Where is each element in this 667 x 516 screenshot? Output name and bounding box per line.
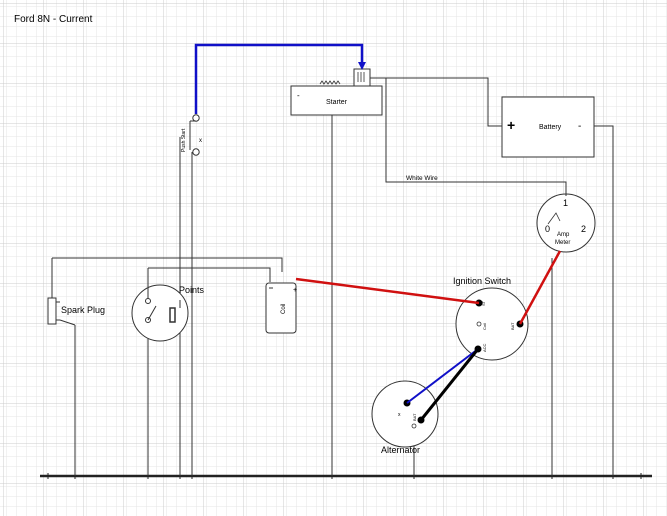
points-condenser — [169, 307, 176, 323]
push-start-label: Push Start — [181, 128, 187, 152]
diagram-title: Ford 8N - Current — [14, 14, 93, 25]
starter-minus-terminal: - — [297, 91, 300, 100]
alt-term-x: x — [398, 412, 401, 418]
solenoid-coil-icon — [357, 72, 365, 82]
amp-meter-label-1: Amp — [557, 232, 570, 238]
starter: Starter - — [290, 68, 383, 116]
white-wire-label: White Wire — [406, 175, 438, 182]
black-wire-alternator-ignition — [419, 348, 480, 421]
red-wire-coil-ignition — [295, 277, 480, 305]
amp-meter-scale-1: 1 — [563, 198, 568, 208]
battery-minus: - — [578, 121, 581, 132]
battery-label: Battery — [539, 124, 562, 131]
alt-term-bat: BAT — [412, 413, 417, 421]
battery-plus: + — [507, 117, 515, 133]
starter-solenoid — [353, 68, 371, 87]
ignition-switch[interactable]: Ignition Switch ST Coil ACC BAT — [453, 276, 529, 361]
starter-terminal-arrow-icon — [358, 62, 366, 70]
coil-label: Coil — [281, 304, 287, 314]
battery: + Battery - — [501, 96, 595, 158]
red-wire-ammeter-ignition — [518, 250, 562, 325]
ign-term-coil: Coil — [482, 323, 487, 330]
ign-terminal-coil — [476, 321, 482, 327]
blue-wire-alternator-ignition — [406, 348, 479, 404]
points-label: Points — [179, 285, 205, 295]
amp-meter-label-2: Meter — [555, 240, 570, 246]
alt-terminal-ground — [411, 423, 417, 429]
coil-plus: + — [293, 287, 297, 294]
alternator: x BAT Alternator — [371, 380, 439, 455]
solenoid-spring-icon — [319, 80, 341, 85]
ign-term-acc: ACC — [482, 343, 487, 352]
starter-label: Starter — [326, 99, 348, 106]
alternator-label: Alternator — [381, 445, 420, 455]
blue-wire-starter-switch — [194, 43, 364, 114]
spark-plug: Spark Plug — [47, 297, 105, 326]
amp-meter: 0 1 2 Amp Meter — [536, 193, 596, 253]
push-start-switch[interactable]: Push Start x — [181, 114, 202, 156]
ign-term-bat: BAT — [510, 322, 515, 330]
wire-network — [51, 77, 614, 476]
ign-term-st: ST — [481, 300, 486, 306]
amp-meter-scale-2: 2 — [581, 224, 586, 234]
push-start-mark: x — [199, 138, 202, 144]
ignition-switch-label: Ignition Switch — [453, 276, 511, 286]
amp-meter-scale-0: 0 — [545, 224, 550, 234]
amp-meter-needle-icon — [547, 212, 561, 225]
coil: Coil + — [265, 282, 297, 334]
points: Points — [131, 284, 205, 342]
spark-plug-label: Spark Plug — [61, 305, 105, 315]
